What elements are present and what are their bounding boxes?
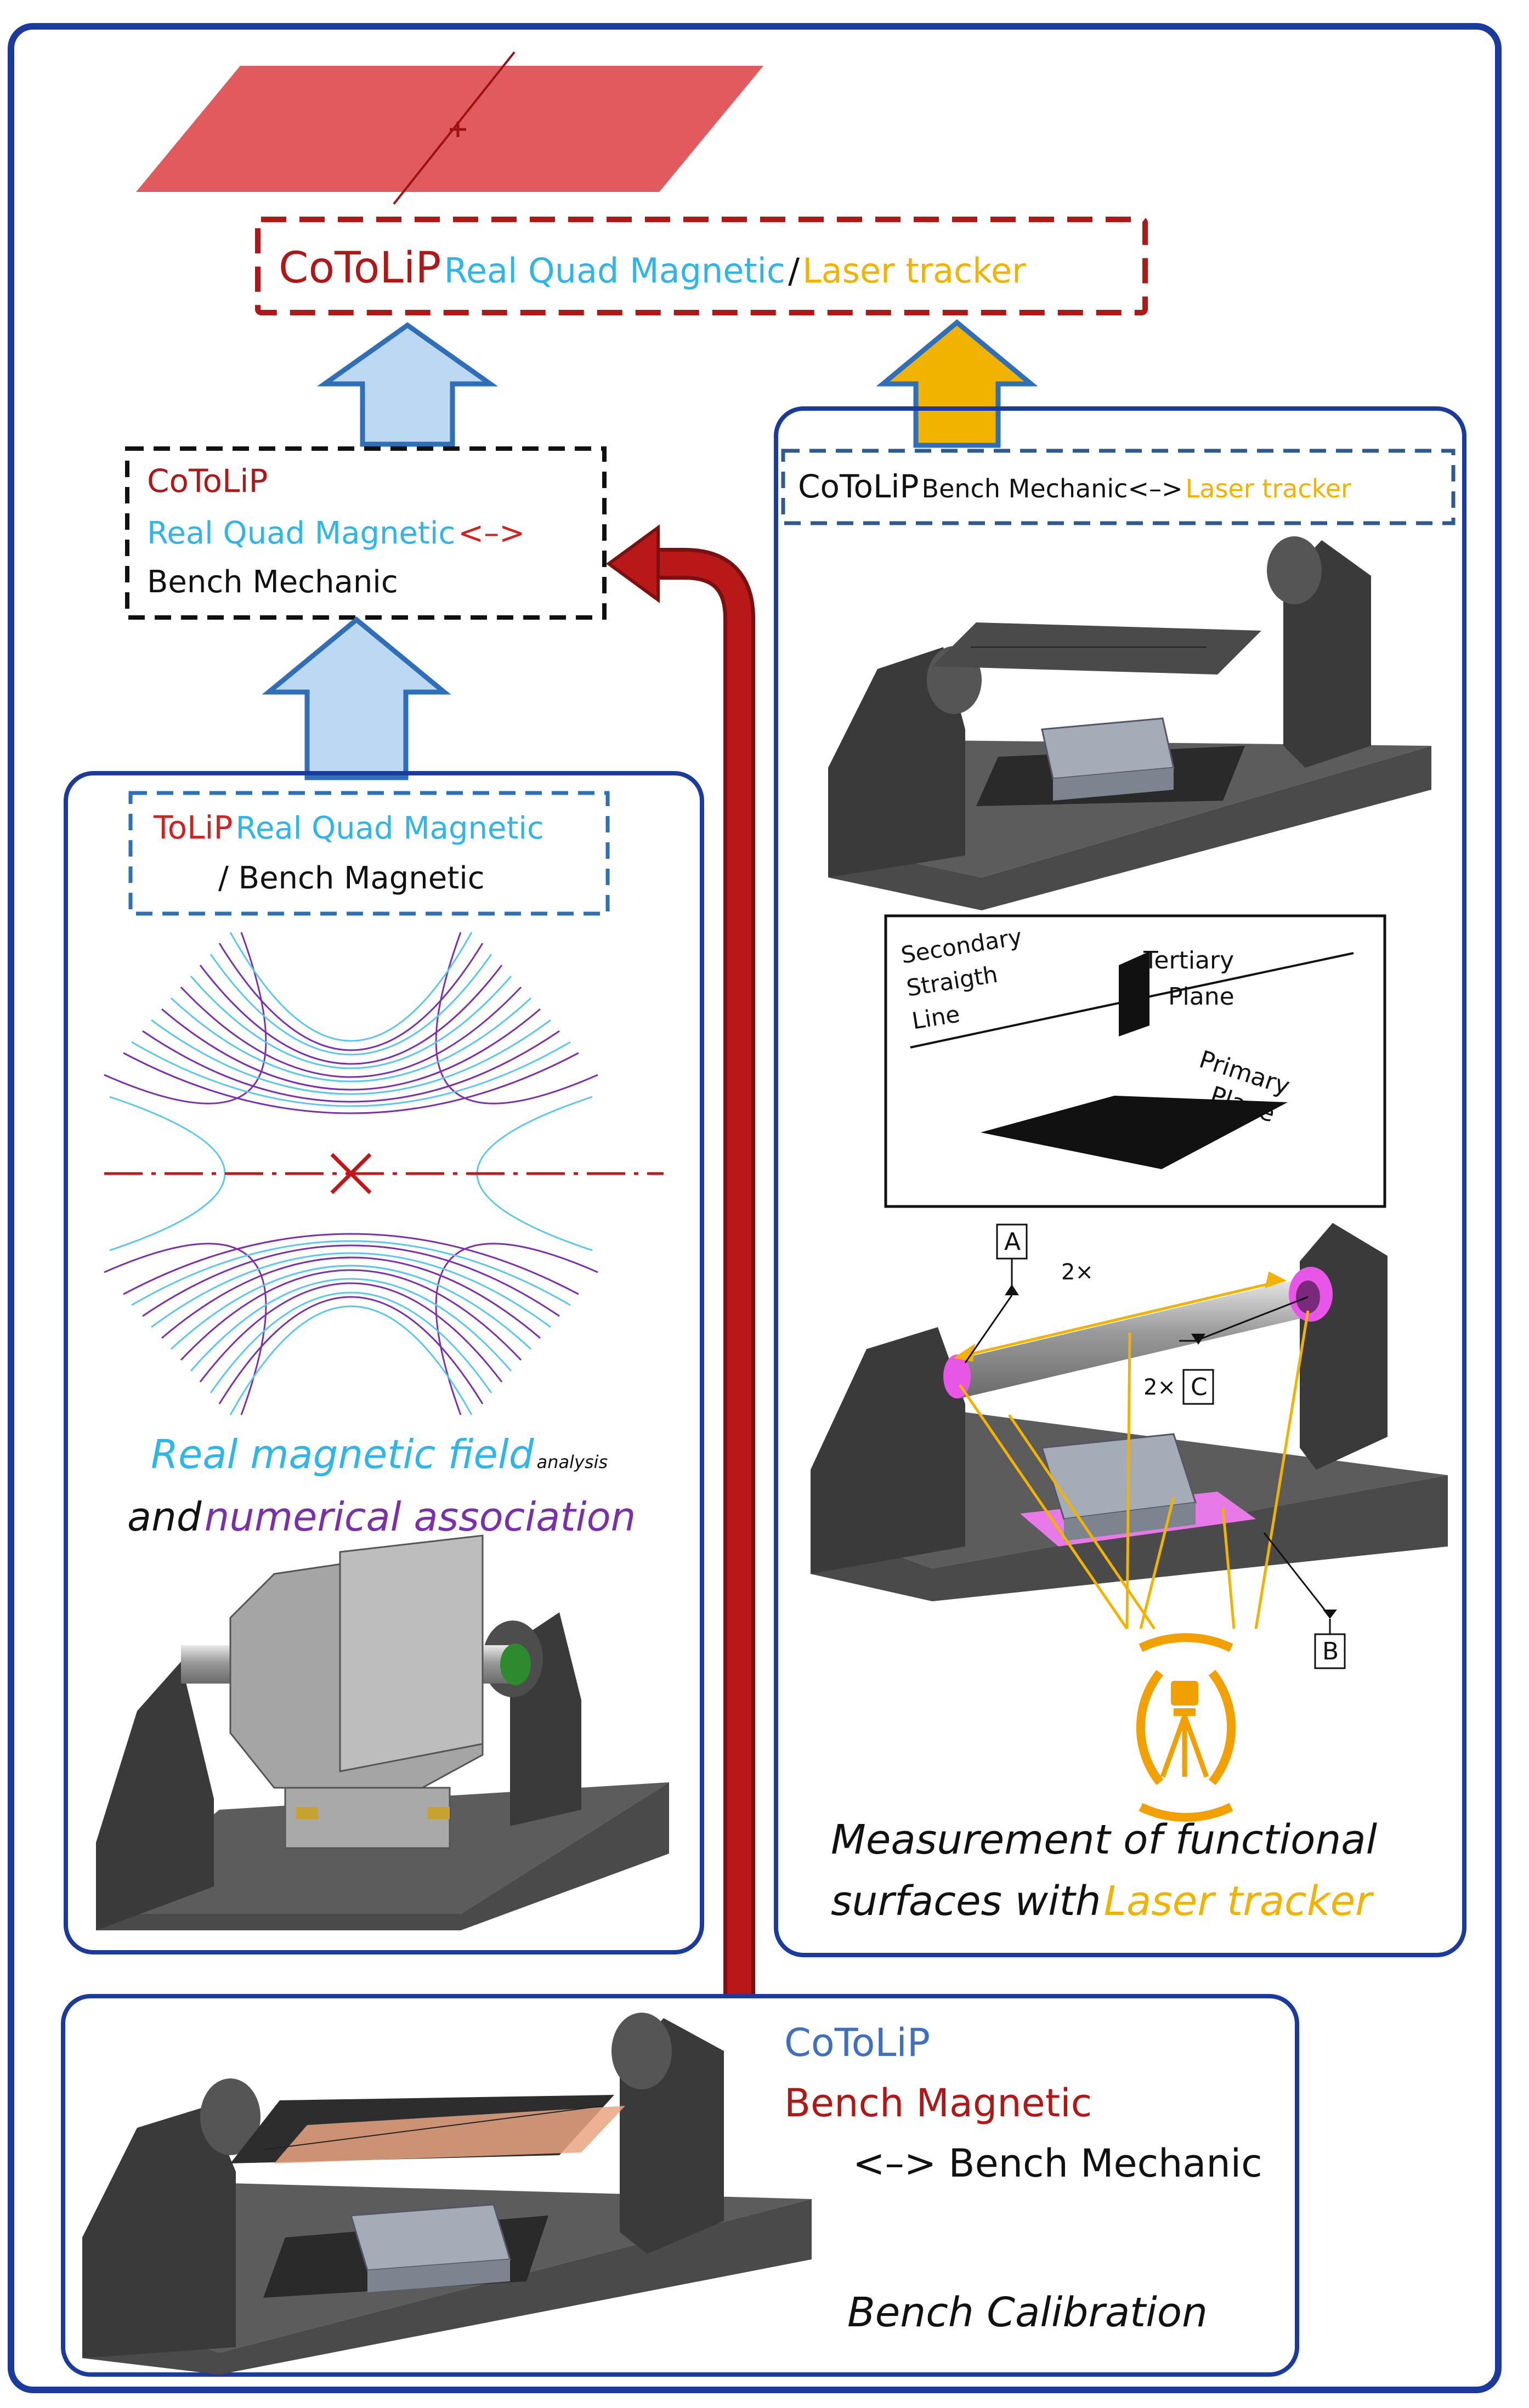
mid-bench: Bench Mechanic: [147, 564, 398, 600]
up-arrow-left-top: [316, 322, 499, 447]
mid-dashed-box: [125, 446, 607, 620]
tertiary-line-1: Tertiary: [1143, 947, 1234, 974]
right-bench: Bench Mechanic: [921, 474, 1128, 503]
outer-frame: [8, 23, 1502, 2393]
red-elbow-arrow: [605, 524, 755, 1996]
right-link: <–>: [1128, 474, 1183, 503]
measure-surfaces: surfaces with: [831, 1878, 1101, 1925]
measure-line-2: surfaces with Laser tracker: [831, 1881, 1372, 1922]
top-slash: /: [788, 251, 800, 291]
mid-cotolip: CoToLiP: [147, 462, 268, 500]
bottom-bench: [82, 2013, 812, 2375]
left-numerical: numerical association: [204, 1494, 636, 1540]
datum-a: A: [1004, 1228, 1021, 1256]
left-field-small: analysis: [536, 1452, 608, 1472]
left-assoc-line: and numerical association: [127, 1497, 636, 1537]
right-panel: [774, 406, 1466, 1957]
top-cotolip: CoToLiP: [279, 243, 441, 293]
datum-symbols: [964, 1223, 1346, 1669]
right-box-label: CoToLiP Bench Mechanic<–> Laser tracker: [798, 471, 1351, 502]
top-dashed-box: [255, 217, 1148, 315]
bottom-bench-mechanic: <–> Bench Mechanic: [853, 2141, 1262, 2186]
top-box-label: CoToLiP Real Quad Magnetic / Laser track…: [279, 247, 1026, 290]
right-dashed-box: [781, 449, 1456, 525]
left-tolip: ToLiP: [154, 809, 233, 846]
left-field-line: Real magnetic field analysis: [151, 1435, 608, 1474]
top-laser: Laser tracker: [802, 251, 1026, 291]
right-cotolip: CoToLiP: [798, 468, 919, 505]
datum-c: C: [1191, 1373, 1208, 1401]
right-laser: Laser tracker: [1185, 474, 1351, 503]
left-bench-with-magnet: [96, 1534, 669, 1930]
top-red-plane: [136, 51, 763, 205]
measure-laser: Laser tracker: [1103, 1878, 1372, 1925]
left-real-quad: Real Quad Magnetic: [235, 811, 544, 846]
bottom-bench-magnetic: Bench Magnetic: [784, 2081, 1092, 2126]
left-field-a: Real magnetic field: [151, 1431, 534, 1477]
tertiary-line-2: Plane: [1168, 983, 1234, 1011]
field-line-diagram: [104, 932, 664, 1415]
mid-line-2: Real Quad Magnetic <–>: [147, 518, 525, 549]
bottom-cotolip: CoToLiP: [784, 2020, 931, 2065]
laser-measurement-lines: [953, 1271, 1310, 1630]
datum-b: B: [1322, 1638, 1339, 1665]
right-bench-top: [828, 536, 1431, 910]
mid-real-quad: Real Quad Magnetic: [147, 515, 456, 551]
bottom-panel: [61, 1994, 1299, 2377]
datum-schematic: [910, 951, 1354, 1169]
mid-link: <–>: [458, 515, 525, 551]
two-x-c: 2×: [1143, 1375, 1176, 1400]
left-dashed-box: [128, 791, 610, 916]
left-panel: [64, 771, 704, 1954]
left-line-1: ToLiP Real Quad Magnetic: [154, 812, 544, 844]
up-arrow-right-gold: [876, 319, 1038, 448]
laser-tracker-icon: [1136, 1633, 1236, 1822]
measure-line-1: Measurement of functional: [831, 1816, 1378, 1863]
bottom-calibration: Bench Calibration: [847, 2289, 1208, 2336]
leader-c: [1195, 1296, 1309, 1342]
left-and: and: [127, 1494, 202, 1540]
up-arrow-left-mid: [262, 616, 451, 780]
top-real-quad: Real Quad Magnetic: [444, 251, 785, 291]
two-x-top: 2×: [1061, 1260, 1094, 1285]
leader-b: [1263, 1532, 1326, 1610]
left-bench-magnetic: / Bench Magnetic: [218, 860, 485, 896]
